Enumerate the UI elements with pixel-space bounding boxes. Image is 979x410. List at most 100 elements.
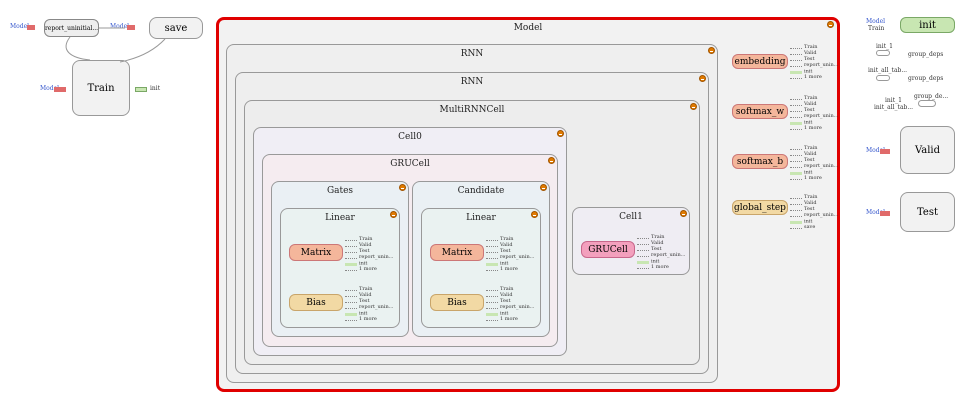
- cell0-collapse-icon[interactable]: [557, 130, 564, 137]
- grucell-title: GRUCell: [390, 159, 430, 169]
- fanout-label: 1 more: [804, 125, 822, 131]
- fanout-row: init: [790, 119, 812, 126]
- init1-node[interactable]: [876, 50, 890, 56]
- right-train-tag: Train: [868, 25, 885, 32]
- multirnn-collapse-icon[interactable]: [690, 103, 697, 110]
- save-node[interactable]: save: [149, 17, 203, 39]
- fanout-label: 1 more: [359, 266, 377, 272]
- train-node[interactable]: Train: [72, 60, 130, 116]
- fanout-edge-icon: [790, 96, 802, 100]
- cell0-title: Cell0: [398, 132, 422, 142]
- model-title: Model: [513, 23, 543, 33]
- fanout-label: report_unin...: [359, 254, 394, 260]
- fanout-edge-icon: [790, 51, 802, 55]
- fanout-label: Test: [804, 157, 815, 163]
- fanout-label: Test: [804, 56, 815, 62]
- fanout-edge-icon: [486, 267, 498, 271]
- left-edges: [65, 27, 166, 63]
- fanout-label: Test: [804, 206, 815, 212]
- fanout-edge-icon: [486, 287, 498, 291]
- fanout-row: Train: [486, 286, 514, 292]
- global-step-node[interactable]: global_step: [732, 200, 788, 215]
- fanout-edge-icon: [345, 293, 357, 297]
- fanout-row: Train: [790, 145, 818, 151]
- fanout-edge-icon: [345, 249, 357, 253]
- report-uninit-node[interactable]: report_uninitial...: [44, 19, 99, 37]
- softmax-b-node[interactable]: softmax_b: [732, 154, 788, 169]
- group-de-node[interactable]: [918, 100, 936, 107]
- fanout-edge-icon: [790, 63, 802, 67]
- fanout-edge-icon: [345, 317, 357, 321]
- fanout-label: report_unin...: [500, 254, 535, 260]
- init-tag: init: [150, 85, 161, 92]
- fanout-label: init: [804, 169, 813, 176]
- candidate-bias-node[interactable]: Bias: [430, 294, 484, 311]
- embedding-node[interactable]: embedding: [732, 54, 788, 69]
- fanout-edge-icon: [790, 218, 802, 224]
- fanout-edge-icon: [345, 255, 357, 259]
- fanout-edge-icon: [790, 152, 802, 156]
- cell1-collapse-icon[interactable]: [680, 210, 687, 217]
- fanout-edge-icon: [345, 310, 357, 316]
- rnn-outer-collapse-icon[interactable]: [708, 47, 715, 54]
- fanout-row: Train: [790, 44, 818, 50]
- test-node[interactable]: Test: [900, 192, 955, 232]
- fanout-label: Valid: [804, 200, 817, 206]
- fanout-row: Train: [486, 236, 514, 242]
- valid-node[interactable]: Valid: [900, 126, 955, 174]
- gates-bias-node[interactable]: Bias: [289, 294, 343, 311]
- fanout-edge-icon: [790, 102, 802, 106]
- fanout-edge-icon: [637, 241, 649, 245]
- fanout-label: init: [500, 260, 509, 267]
- fanout-edge-icon: [790, 57, 802, 61]
- fanout-edge-icon: [486, 310, 498, 316]
- gates-matrix-node[interactable]: Matrix: [289, 244, 343, 261]
- fanout-row: report_unin...: [486, 304, 535, 310]
- fanout-label: Train: [804, 95, 818, 101]
- fanout-row: init: [345, 310, 367, 317]
- fanout-row: 1 more: [345, 316, 377, 322]
- gates-collapse-icon[interactable]: [399, 184, 406, 191]
- fanout-row: Train: [345, 286, 373, 292]
- fanout-edge-icon: [345, 260, 357, 266]
- candidate-collapse-icon[interactable]: [540, 184, 547, 191]
- fanout-edge-icon: [790, 207, 802, 211]
- fanout-edge-icon: [790, 114, 802, 118]
- fanout-label: Test: [359, 298, 370, 304]
- fanout-edge-icon: [790, 146, 802, 150]
- rnn-inner-title: RNN: [460, 77, 484, 87]
- fanout-edge-icon: [345, 237, 357, 241]
- gates-linear-collapse-icon[interactable]: [390, 211, 397, 218]
- candidate-matrix-node[interactable]: Matrix: [430, 244, 484, 261]
- fanout-label: Train: [500, 236, 514, 242]
- fanout-row: Valid: [790, 151, 817, 157]
- grucell-collapse-icon[interactable]: [548, 157, 555, 164]
- fanout-row: init: [345, 260, 367, 267]
- fanout-label: init: [804, 218, 813, 225]
- edge-report-train: [65, 36, 91, 61]
- candidate-linear-collapse-icon[interactable]: [531, 211, 538, 218]
- fanout-row: init: [790, 68, 812, 75]
- cell1-grucell-node[interactable]: GRUCell: [581, 241, 635, 258]
- fanout-label: Test: [500, 298, 511, 304]
- init-all-tab-node[interactable]: [876, 75, 890, 81]
- fanout-edge-icon: [486, 299, 498, 303]
- fanout-label: report_unin...: [359, 304, 394, 310]
- fanout-label: report_unin...: [804, 163, 839, 169]
- softmax-w-node[interactable]: softmax_w: [732, 104, 788, 119]
- rnn-inner-collapse-icon[interactable]: [699, 75, 706, 82]
- fanout-label: 1 more: [359, 316, 377, 322]
- fanout-row: 1 more: [345, 266, 377, 272]
- fanout-row: init: [790, 169, 812, 176]
- fanout-label: Train: [359, 236, 373, 242]
- init1-small-label: init_1: [885, 97, 902, 104]
- model-tag-2: Model: [110, 23, 130, 30]
- candidate-linear-title: Linear: [466, 213, 496, 223]
- fanout-row: Valid: [637, 240, 664, 246]
- fanout-row: Test: [345, 298, 369, 304]
- fanout-edge-icon: [790, 164, 802, 168]
- model-edge-icon: [27, 25, 35, 30]
- model-collapse-icon[interactable]: [827, 21, 834, 28]
- fanout-edge-icon: [790, 225, 802, 229]
- init-node[interactable]: init: [900, 17, 955, 33]
